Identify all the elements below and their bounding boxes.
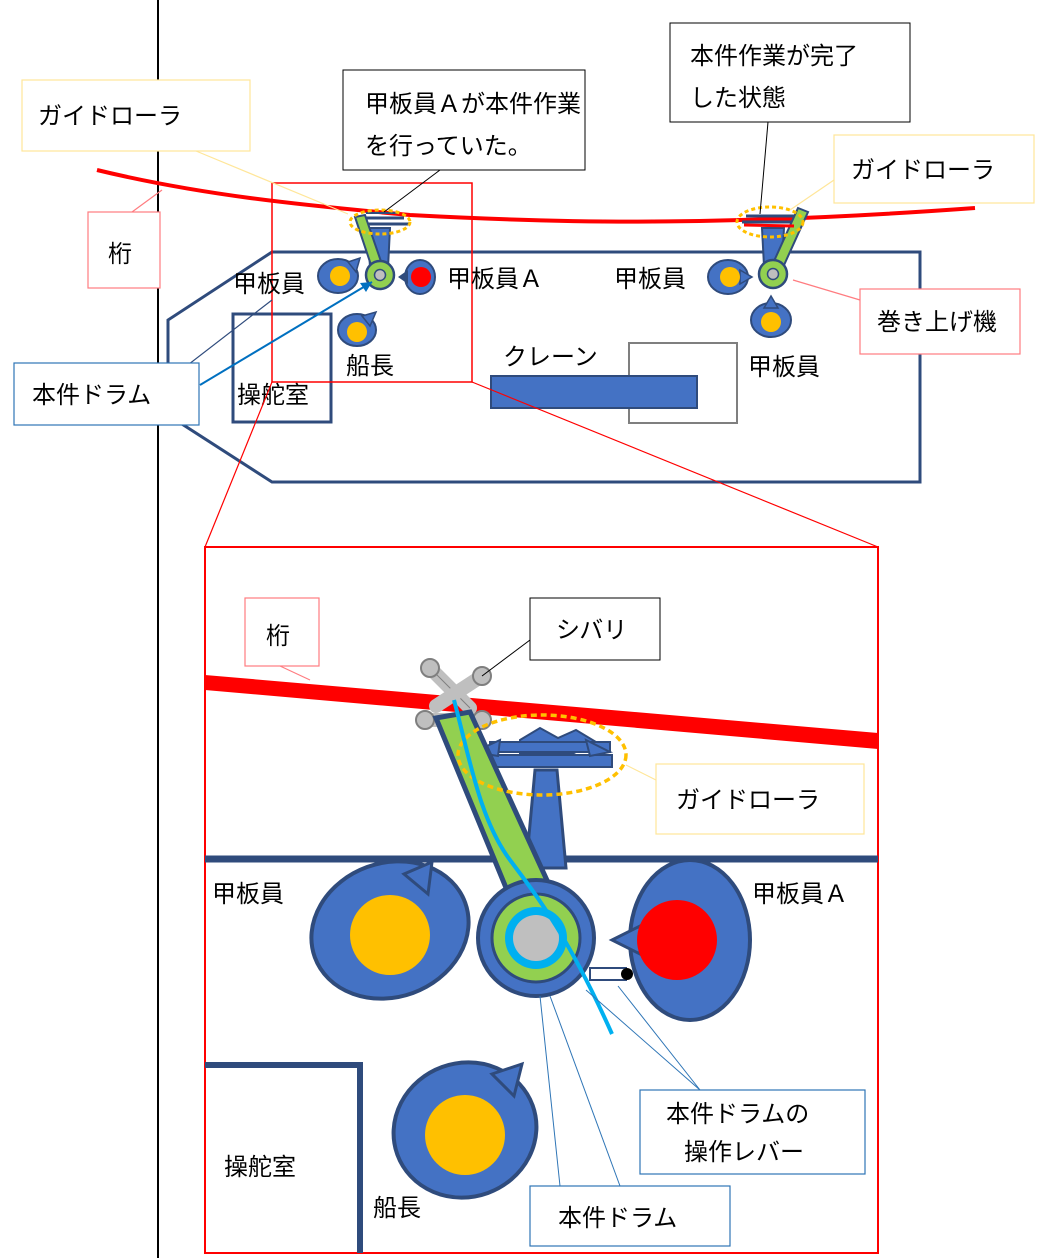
- svg-text:桁: 桁: [266, 622, 290, 650]
- zoom-drum-callout: 本件ドラム: [529, 995, 731, 1247]
- girder-callout: 桁: [87, 189, 163, 289]
- svg-text:ガイドローラ: ガイドローラ: [676, 786, 820, 814]
- deckhand-left-label: 甲板員: [233, 270, 305, 298]
- zoom-source-frame: [271, 182, 473, 383]
- zoom-panel: 操舵室: [204, 546, 879, 1254]
- zoom-lever-callout: 本件ドラムの 操作レバー: [585, 985, 866, 1175]
- deckhand-a-label: 甲板員Ａ: [447, 265, 543, 293]
- captain-label: 船長: [346, 352, 394, 380]
- wheelhouse-box: [231, 312, 333, 424]
- zoom-lashing-callout: シバリ: [481, 597, 661, 677]
- winch-callout: 巻き上げ機: [792, 279, 1021, 355]
- deckhand-right-top-label: 甲板員: [614, 265, 686, 293]
- zoom-wheelhouse-wall: [205, 1062, 363, 1253]
- deckhand-right-bottom-figure: [750, 294, 792, 338]
- svg-text:本件作業が完了: 本件作業が完了: [690, 42, 858, 70]
- ship-deck-outline: [166, 250, 922, 484]
- svg-text:本件ドラム: 本件ドラム: [558, 1204, 677, 1232]
- done-callout: 本件作業が完了 した状態: [669, 22, 911, 215]
- zoom-deckhand-figure: [309, 859, 471, 1001]
- zoom-guide-roller-ring: [456, 713, 628, 797]
- girder-line: [96, 168, 976, 224]
- svg-text:桁: 桁: [108, 240, 132, 268]
- zoom-deckhand-label: 甲板員: [212, 880, 284, 908]
- zoom-deckhand-a-label: 甲板員Ａ: [752, 880, 848, 908]
- lashing-bars: [415, 658, 492, 730]
- zoom-girder-callout: 桁: [244, 597, 320, 681]
- svg-text:シバリ: シバリ: [556, 616, 627, 644]
- winch-left: [348, 208, 412, 291]
- zoom-connector-left: [204, 381, 273, 548]
- zoom-wheelhouse-label: 操舵室: [224, 1153, 296, 1181]
- zoom-girder: [205, 675, 878, 749]
- captain-figure: [337, 310, 378, 347]
- svg-text:巻き上げ機: 巻き上げ機: [877, 308, 997, 336]
- drum-callout: 本件ドラム: [13, 281, 373, 426]
- svg-text:本件ドラム: 本件ドラム: [32, 381, 151, 409]
- zoom-guide-roller-callout: ガイドローラ: [625, 763, 865, 835]
- zoom-deckhand-a-figure: [608, 858, 752, 1022]
- svg-text:操作レバー: 操作レバー: [684, 1138, 804, 1166]
- svg-text:ガイドローラ: ガイドローラ: [851, 156, 995, 184]
- guide-roller-left-callout: ガイドローラ: [21, 79, 349, 215]
- zoom-captain-figure: [391, 1060, 539, 1200]
- zoom-captain-label: 船長: [373, 1194, 421, 1222]
- crane-label: クレーン: [503, 343, 598, 371]
- svg-text:本件ドラムの: 本件ドラムの: [666, 1100, 809, 1128]
- deckhand-left-figure: [317, 256, 362, 294]
- working-callout: 甲板員Ａが本件作業 を行っていた。: [342, 69, 586, 213]
- zoom-cable: [452, 699, 614, 1035]
- svg-text:ガイドローラ: ガイドローラ: [38, 102, 182, 130]
- zoom-operation-lever: [589, 967, 633, 981]
- deckhand-a-figure: [398, 259, 436, 295]
- deckhand-right-bottom-label: 甲板員: [748, 353, 820, 381]
- winch-right: [735, 205, 810, 290]
- deckhand-right-top-figure: [707, 259, 754, 295]
- guide-roller-right-callout: ガイドローラ: [789, 134, 1035, 211]
- svg-text:した状態: した状態: [690, 84, 786, 112]
- zoom-connector-right: [471, 381, 879, 548]
- wheelhouse-label: 操舵室: [237, 381, 309, 409]
- crane-boom: [490, 375, 698, 409]
- svg-text:を行っていた。: を行っていた。: [365, 132, 532, 160]
- svg-text:甲板員Ａが本件作業: 甲板員Ａが本件作業: [365, 90, 581, 118]
